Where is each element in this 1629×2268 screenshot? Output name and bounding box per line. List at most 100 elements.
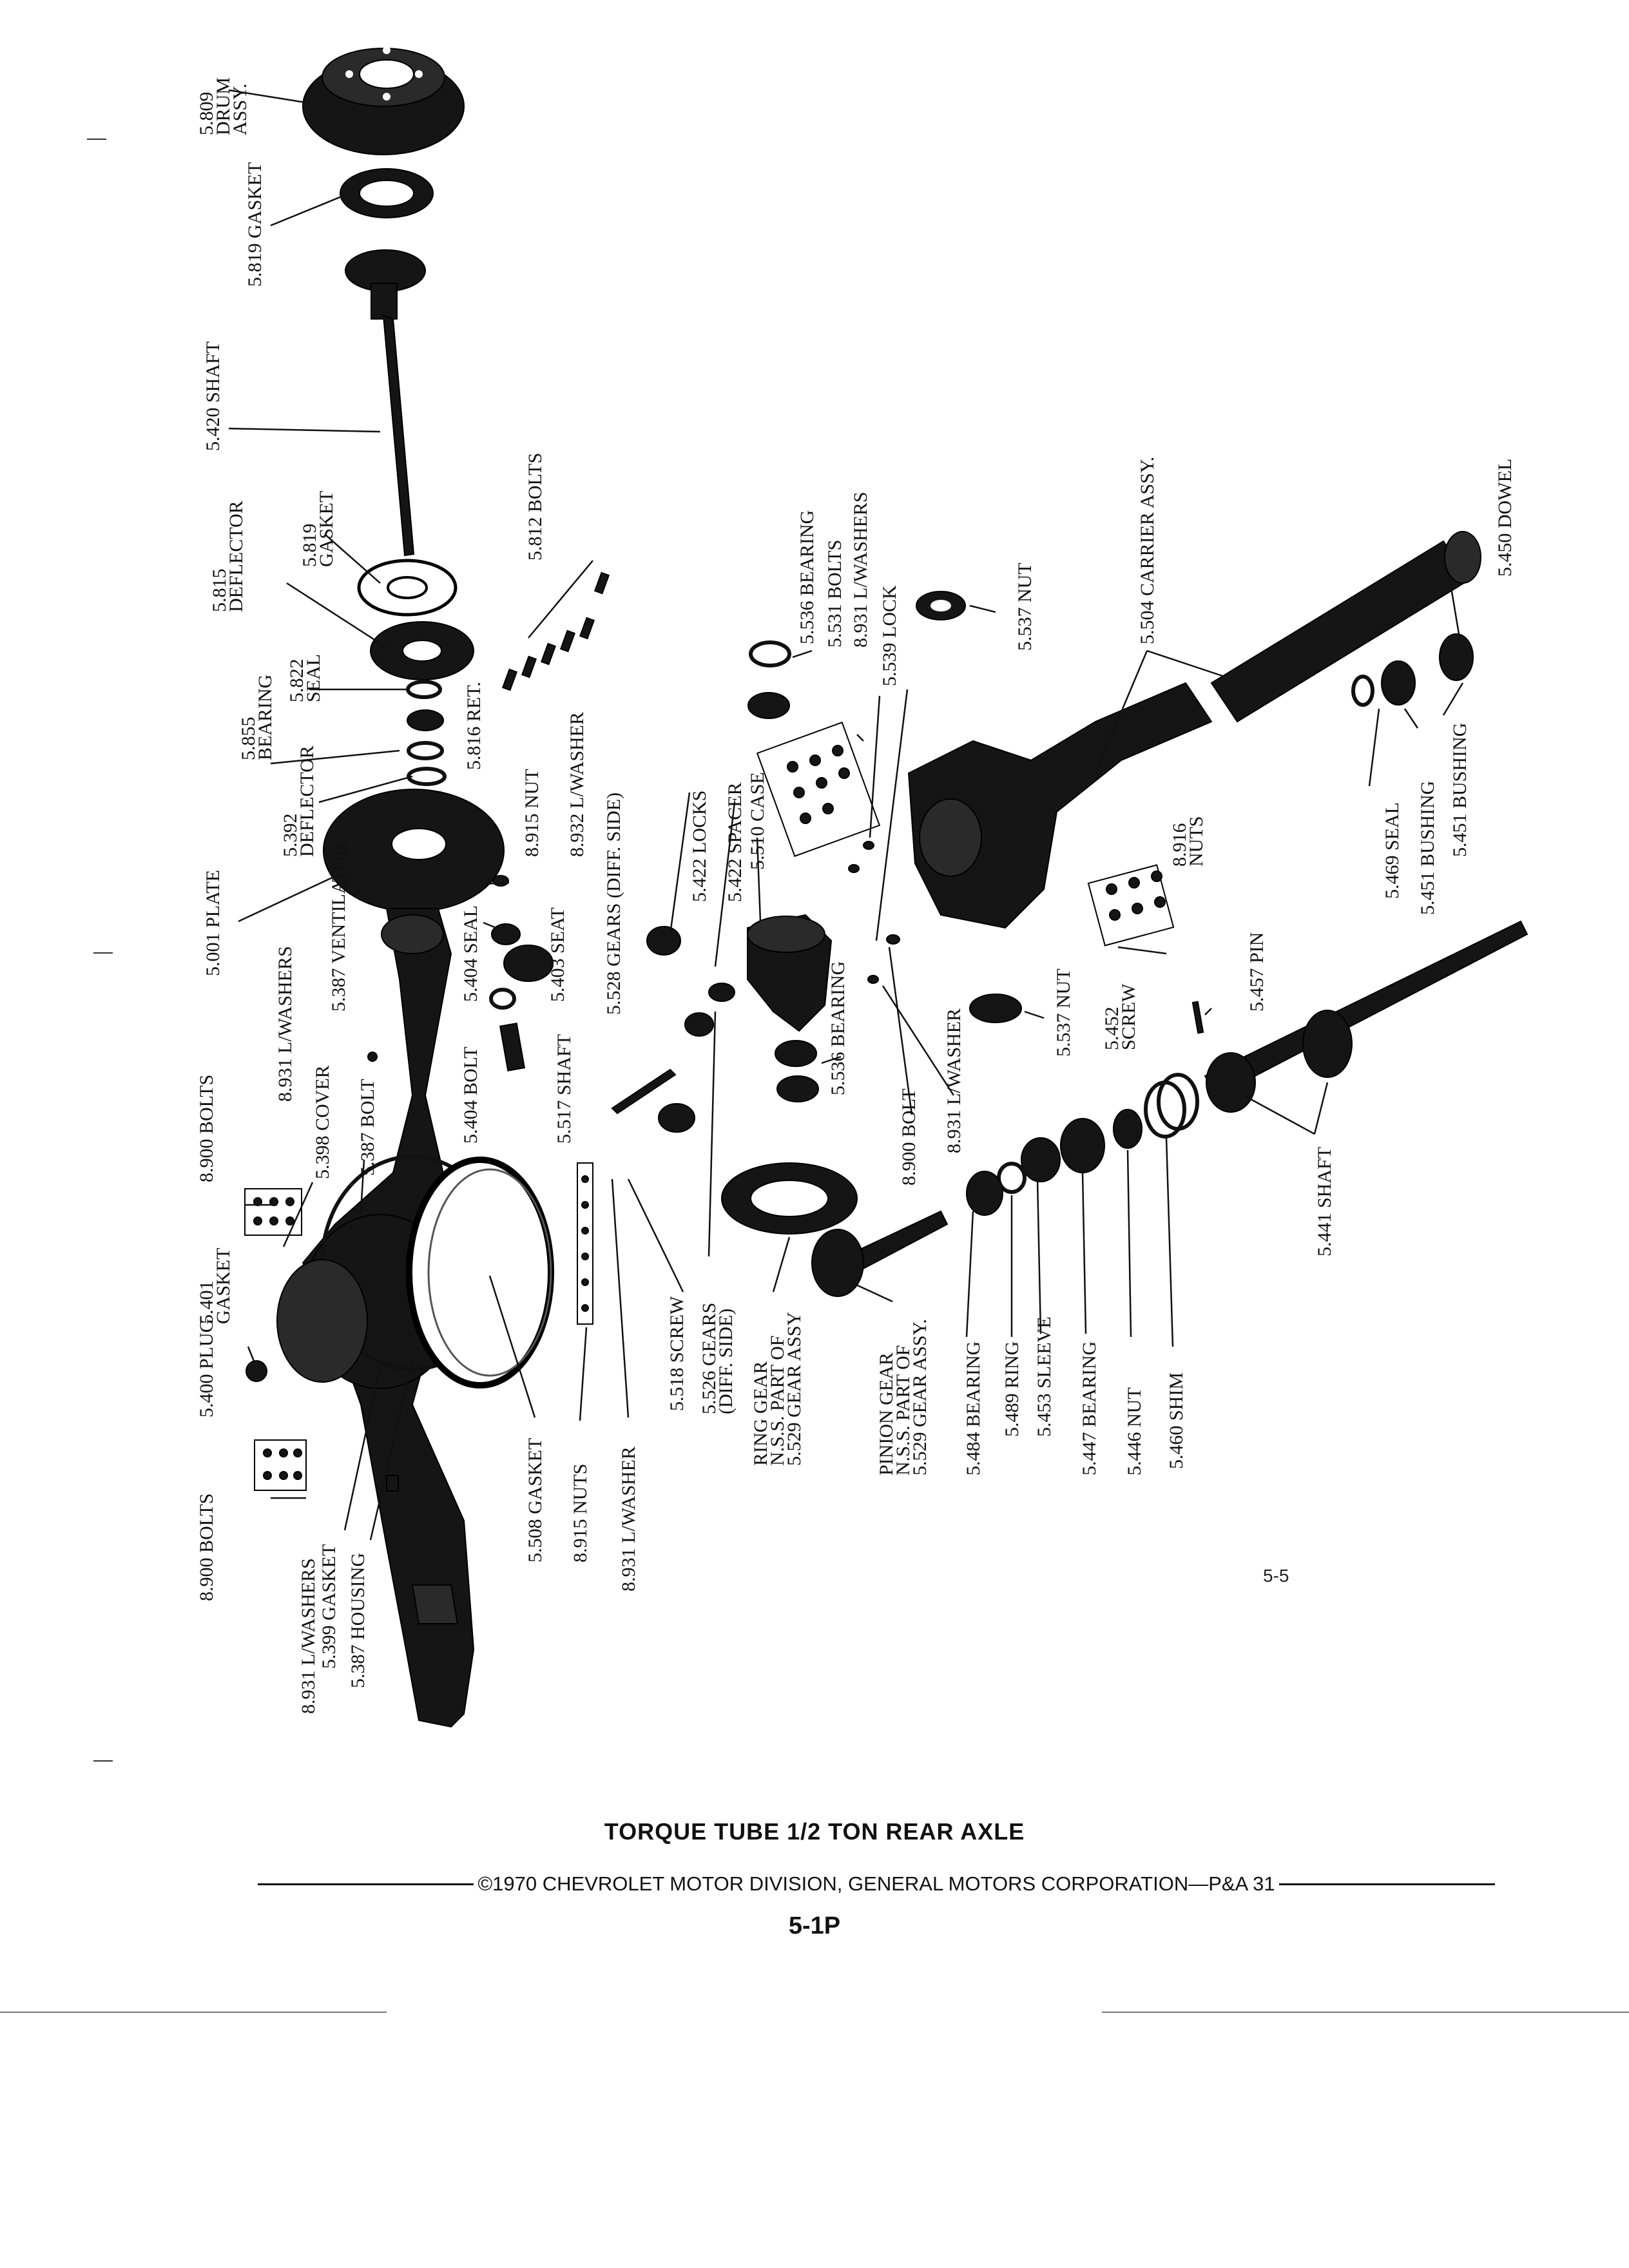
label-axle-shaft: 5.420 SHAFT bbox=[202, 341, 224, 451]
label-gasket-399: 5.399 GASKET bbox=[318, 1544, 340, 1669]
copyright-line: ©1970 CHEVROLET MOTOR DIVISION, GENERAL … bbox=[258, 1872, 1495, 1896]
carrier-gasket-part bbox=[427, 1168, 552, 1377]
ring-gear-part bbox=[721, 1162, 858, 1235]
label-locks-422: 5.422 LOCKS bbox=[689, 791, 710, 902]
pin-457-part bbox=[1191, 1001, 1204, 1034]
label-lock-539: 5.539 LOCK bbox=[879, 585, 900, 686]
label-bearing-536-mid: 5.536 BEARING bbox=[827, 961, 849, 1095]
leader-lines bbox=[228, 89, 1464, 1541]
label-plate: 5.001 PLATE bbox=[202, 870, 224, 976]
screws-nuts-916-part bbox=[1087, 864, 1175, 947]
axle-shaft-part bbox=[345, 249, 426, 557]
copyright-text: ©1970 CHEVROLET MOTOR DIVISION, GENERAL … bbox=[477, 1872, 1275, 1895]
nut-washer-stack bbox=[577, 1162, 593, 1325]
gasket-mid-part bbox=[357, 559, 458, 617]
label-ventilator: 5.387 VENTILATOR bbox=[328, 843, 349, 1012]
differential-small-parts bbox=[367, 875, 735, 1133]
label-bearing-447: 5.447 BEARING bbox=[1079, 1341, 1100, 1475]
page-number: 5-1P bbox=[788, 1912, 841, 1939]
label-bolt-404: 5.404 BOLT bbox=[460, 1046, 481, 1144]
label-drum-assy: 5.809 DRUM ASSY. bbox=[196, 72, 251, 135]
label-washer-931-b: 8.931 L/WASHER bbox=[943, 1008, 965, 1153]
label-shaft-517: 5.517 SHAFT bbox=[554, 1034, 575, 1144]
backing-plate-part bbox=[323, 789, 505, 912]
label-ring-gear: RING GEAR N.S.S. PART OF 5.529 GEAR ASSY bbox=[750, 1312, 805, 1466]
label-bolts-900-bottom: 8.900 BOLTS bbox=[196, 1494, 217, 1601]
label-dowel-450: 5.450 DOWEL bbox=[1494, 459, 1516, 577]
label-gasket-top: 5.819 GASKET bbox=[244, 162, 265, 287]
rule-right bbox=[1278, 1883, 1495, 1885]
label-plug: 5.400 PLUG bbox=[196, 1319, 217, 1418]
label-screw-518: 5.518 SCREW bbox=[666, 1296, 688, 1411]
label-nuts-915: 8.915 NUTS bbox=[570, 1464, 591, 1562]
case-bolts-group bbox=[756, 721, 881, 858]
label-gasket-401: 5.401 GASKET bbox=[196, 1248, 234, 1324]
drive-shaft-441-part bbox=[1204, 920, 1528, 1113]
label-washer-931-a: 8.931 L/WASHER bbox=[618, 1446, 639, 1591]
label-nut-446: 5.446 NUT bbox=[1124, 1387, 1145, 1475]
carrier-assembly-part bbox=[907, 531, 1481, 929]
label-bolts-531: 5.531 BOLTS bbox=[824, 540, 845, 648]
margin-mark bbox=[93, 952, 113, 954]
label-ring-489: 5.489 RING bbox=[1001, 1341, 1023, 1437]
label-shim-460: 5.460 SHIM bbox=[1166, 1372, 1187, 1469]
label-gasket-mid: 5.819 GASKET bbox=[299, 491, 337, 567]
label-bearing-855: 5.855 BEARING bbox=[238, 675, 276, 760]
differential-case-part bbox=[747, 914, 833, 1032]
nut-537-mid-part bbox=[969, 994, 1022, 1023]
bushings-part bbox=[1351, 633, 1474, 707]
plug-part bbox=[246, 1360, 267, 1382]
label-gasket-508: 5.508 GASKET bbox=[525, 1438, 546, 1562]
page-title: TORQUE TUBE 1/2 TON REAR AXLE bbox=[604, 1818, 1025, 1845]
rule-left bbox=[258, 1883, 474, 1885]
label-nuts-916: 8.916 NUTS bbox=[1169, 816, 1207, 867]
label-bushing-451-a: 5.451 BUSHING bbox=[1417, 781, 1438, 915]
pinion-gear-part bbox=[811, 1210, 949, 1297]
margin-mark bbox=[1102, 2012, 1629, 2013]
label-carrier-assy: 5.504 CARRIER ASSY. bbox=[1137, 457, 1158, 644]
margin-mark bbox=[87, 139, 106, 140]
label-case-510: 5.510 CASE bbox=[747, 772, 768, 870]
label-bolts-900-top: 8.900 BOLTS bbox=[196, 1075, 217, 1182]
label-nut-915: 8.915 NUT bbox=[521, 769, 543, 857]
label-bolt-387: 5.387 BOLT bbox=[357, 1079, 378, 1176]
lock-bolts-small bbox=[848, 841, 900, 984]
margin-mark bbox=[93, 1760, 113, 1762]
label-washers-931-bottom: 8.931 L/WASHERS bbox=[298, 1558, 319, 1714]
label-seat-403: 5.403 SEAT bbox=[547, 907, 568, 1002]
label-shaft-441: 5.441 SHAFT bbox=[1314, 1147, 1335, 1256]
bolts-812-part bbox=[501, 572, 610, 691]
label-deflector-815: 5.815 DEFLECTOR bbox=[209, 501, 247, 612]
label-seal-404: 5.404 SEAL bbox=[460, 905, 481, 1002]
label-nut-537-top: 5.537 NUT bbox=[1014, 562, 1036, 651]
label-bolt-900: 8.900 BOLT bbox=[898, 1088, 920, 1186]
label-bolts-812: 5.812 BOLTS bbox=[525, 453, 546, 561]
label-bushing-451-b: 5.451 BUSHING bbox=[1449, 723, 1470, 857]
label-nut-537-mid: 5.537 NUT bbox=[1053, 968, 1074, 1057]
shims-ring-part bbox=[1113, 1073, 1199, 1149]
deflector-815-part bbox=[370, 621, 474, 680]
label-washers-931-top: 8.931 L/WASHERS bbox=[275, 946, 296, 1102]
label-pinion-gear: PINION GEAR N.S.S. PART OF 5.529 GEAR AS… bbox=[876, 1319, 930, 1475]
drum-assembly bbox=[302, 46, 465, 155]
label-housing: 5.387 HOUSING bbox=[347, 1553, 369, 1688]
subpage-number: 5-5 bbox=[1263, 1566, 1289, 1586]
bearings-536-part bbox=[747, 640, 819, 1102]
label-cover: 5.398 COVER bbox=[312, 1065, 333, 1179]
label-gears-528: 5.528 GEARS (DIFF. SIDE) bbox=[603, 793, 624, 1015]
label-screw-452: 5.452 SCREW bbox=[1101, 983, 1139, 1050]
label-spacer-422: 5.422 SPACER bbox=[724, 782, 746, 902]
label-seal-822: 5.822 SEAL bbox=[286, 654, 324, 702]
label-washer-932: 8.932 L/WASHER bbox=[566, 712, 588, 857]
label-seal-469: 5.469 SEAL bbox=[1382, 802, 1403, 899]
label-bearing-536-top: 5.536 BEARING bbox=[796, 510, 818, 644]
label-ret-816: 5.816 RET. bbox=[463, 682, 485, 770]
label-deflector-392: 5.392 DEFLECTOR bbox=[280, 745, 318, 857]
label-gears-526: 5.526 GEARS (DIFF. SIDE) bbox=[699, 1298, 737, 1414]
label-pin-457: 5.457 PIN bbox=[1246, 932, 1268, 1012]
nut-537-top-part bbox=[916, 591, 966, 620]
label-sleeve-453: 5.453 SLEEVE bbox=[1034, 1316, 1055, 1437]
gasket-top-part bbox=[340, 168, 434, 218]
label-bearing-484: 5.484 BEARING bbox=[963, 1341, 984, 1475]
